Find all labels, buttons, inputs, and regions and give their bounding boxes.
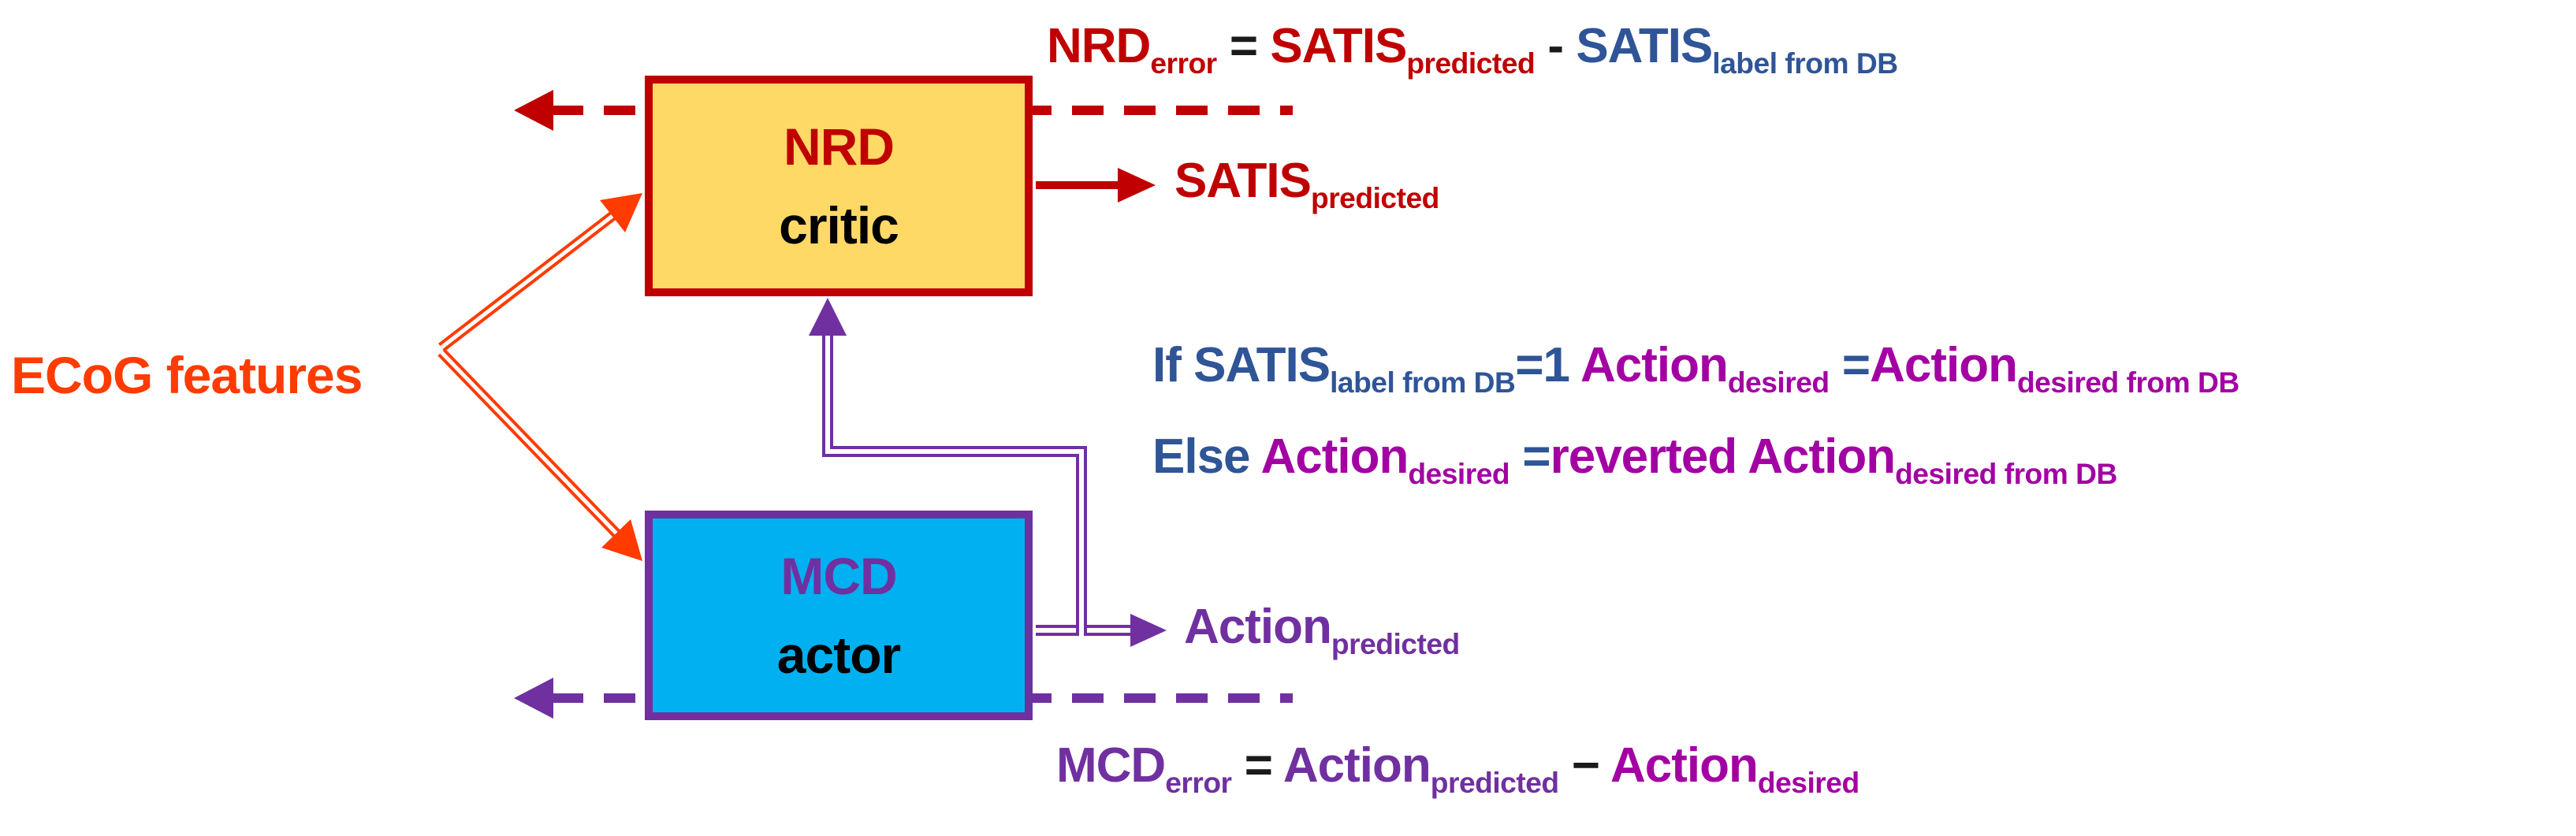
equation-segment: MCD <box>1056 738 1166 793</box>
equation-segment: If SATIS <box>1152 338 1331 392</box>
equation-segment: Action <box>1580 338 1729 392</box>
equation-segment: error <box>1150 46 1217 80</box>
equation-segment: predicted <box>1310 181 1439 215</box>
mcd-box-subtitle: actor <box>776 626 901 684</box>
equation-segment: desired <box>1727 366 1830 399</box>
equation-segment: Action <box>1260 429 1409 484</box>
equation-segment: = <box>1216 19 1271 73</box>
nrd-critic-box: NRD critic <box>645 76 1033 296</box>
equation-segment: error <box>1165 766 1232 800</box>
equation-segment: = <box>1522 429 1550 484</box>
equation-segment: SATIS <box>1576 19 1713 73</box>
equation-segment: predicted <box>1331 627 1460 661</box>
equation-segment: SATIS <box>1174 154 1312 208</box>
equation-segment: predicted <box>1430 766 1559 800</box>
nrd-box-subtitle: critic <box>779 196 899 255</box>
equation-segment: SATIS <box>1270 19 1407 73</box>
equation-segment: = <box>1841 338 1871 392</box>
equation-segment <box>1509 429 1522 484</box>
equation-segment <box>1830 338 1842 392</box>
equation-segment: - <box>1535 19 1576 73</box>
equation-segment: desired from DB <box>2016 366 2239 399</box>
action-predicted-arrow <box>1036 614 1167 647</box>
nrd-box-title: NRD <box>784 117 895 176</box>
equation-segment: reverted Action <box>1550 429 1896 484</box>
equation-segment: Action <box>1184 600 1332 654</box>
satis-predicted-label: SATISpredicted <box>1174 154 1439 214</box>
equation-segment: desired from DB <box>1895 457 2117 491</box>
equation-segment: NRD <box>1047 19 1151 73</box>
ecog-to-mcd-arrow <box>437 348 642 561</box>
action-predicted-label: Actionpredicted <box>1184 600 1460 660</box>
equation-segment: label from DB <box>1712 46 1898 80</box>
if-rule-line: If SATISlabel from DB=1 Actiondesired =A… <box>1152 338 2239 399</box>
equation-segment: Else <box>1152 429 1261 484</box>
ecog-features-label: ECoG features <box>11 346 363 404</box>
ecog-to-nrd-arrow <box>438 193 642 352</box>
equation-segment: desired <box>1408 457 1510 491</box>
satis-predicted-arrow <box>1036 168 1156 202</box>
equation-segment: Action <box>1610 738 1759 793</box>
equation-segment: Action <box>1282 738 1431 793</box>
equation-segment: − <box>1558 738 1611 793</box>
equation-segment: desired <box>1757 766 1859 800</box>
mcd-actor-box: MCD actor <box>645 511 1033 720</box>
nrd-error-equation: NRDerror = SATISpredicted - SATISlabel f… <box>1047 19 1898 80</box>
equation-segment: =1 <box>1515 338 1580 392</box>
equation-segment: = <box>1231 738 1283 793</box>
else-rule-line: Else Actiondesired =reverted Actiondesir… <box>1152 429 2117 491</box>
equation-segment: Action <box>1870 338 2018 392</box>
mcd-box-title: MCD <box>780 547 897 605</box>
mcd-error-equation: MCDerror = Actionpredicted − Actiondesir… <box>1056 738 1859 800</box>
equation-segment: label from DB <box>1330 366 1516 399</box>
equation-segment: predicted <box>1406 46 1536 80</box>
